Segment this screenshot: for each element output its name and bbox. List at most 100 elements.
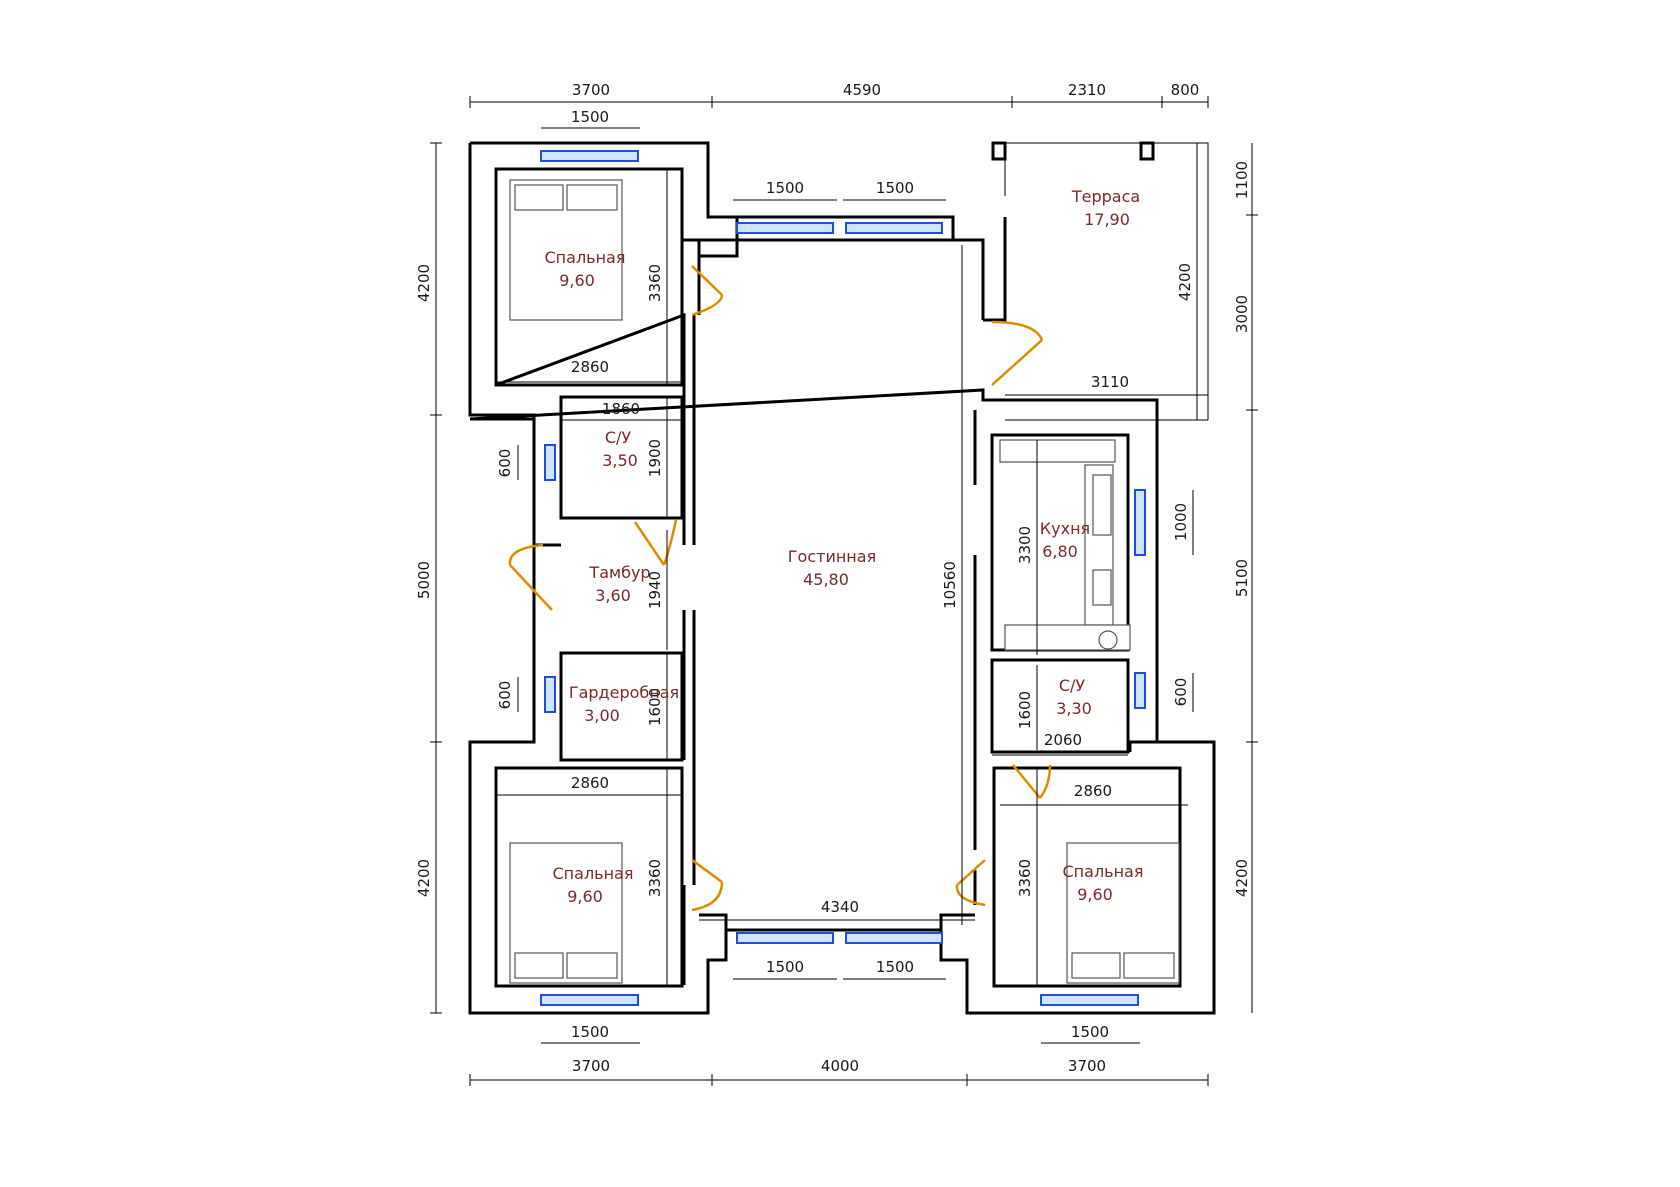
wardrobe-wall xyxy=(559,651,684,762)
dim-bed-tl-width: 2860 xyxy=(571,358,609,376)
window-wardrobe xyxy=(544,676,556,713)
room-name-bedroom-br: Спальная xyxy=(1063,862,1144,881)
dim-top-4590: 4590 xyxy=(843,81,881,99)
dim-kitchen-window: 1000 xyxy=(1172,503,1190,541)
walls xyxy=(468,141,1216,1015)
room-name-bath-right: С/У xyxy=(1059,676,1086,695)
dim-bed-tl-height: 3360 xyxy=(646,264,664,302)
dim-right-5100: 5100 xyxy=(1233,559,1251,597)
room-name-wardrobe: Гардеробная xyxy=(569,683,679,702)
dim-living-win-a: 1500 xyxy=(766,179,804,197)
room-area-bedroom-tl: 9,60 xyxy=(559,271,595,290)
room-area-living: 45,80 xyxy=(803,570,849,589)
furniture xyxy=(509,179,1180,984)
terrace-post-left xyxy=(991,141,1007,161)
washer-icon xyxy=(1098,630,1118,650)
room-name-bedroom-bl: Спальная xyxy=(553,864,634,883)
window-living-top-a xyxy=(736,222,834,234)
dim-living-height: 10560 xyxy=(941,561,959,609)
dim-top-800: 800 xyxy=(1171,81,1200,99)
bedroom-br-wall xyxy=(992,766,1182,988)
dim-win-600-c: 600 xyxy=(1172,678,1190,707)
dim-right-4200: 4200 xyxy=(1233,859,1251,897)
door-entrance xyxy=(508,543,553,611)
room-name-bedroom-tl: Спальная xyxy=(545,248,626,267)
window-living-bottom-b xyxy=(845,932,943,944)
room-area-kitchen: 6,80 xyxy=(1042,542,1078,561)
dim-left-5000: 5000 xyxy=(415,561,433,599)
right-outer xyxy=(1128,400,1216,1013)
dim-right-1100: 1100 xyxy=(1233,161,1251,199)
window-bath-left xyxy=(544,444,556,481)
room-name-bath-left: С/У xyxy=(605,428,632,447)
kitchen-counter-icon xyxy=(999,439,1116,463)
dim-left-4200-bottom: 4200 xyxy=(415,859,433,897)
tl-outer xyxy=(468,143,536,443)
dim-top-window: 1500 xyxy=(571,108,609,126)
dim-bed-br-width: 2860 xyxy=(1074,782,1112,800)
window-bottom-right xyxy=(1040,994,1139,1006)
pillow-icon xyxy=(514,952,564,979)
window-living-top-b xyxy=(845,222,943,234)
dim-terrace-height: 4200 xyxy=(1176,263,1194,301)
living-left-wall xyxy=(680,258,696,985)
dim-right-3000: 3000 xyxy=(1233,295,1251,333)
door-terrace xyxy=(991,320,1044,386)
dim-bed-bl-height: 3360 xyxy=(646,859,664,897)
room-name-kitchen: Кухня xyxy=(1040,519,1090,538)
windows xyxy=(540,150,1146,1006)
dim-vestibule-height: 1940 xyxy=(646,571,664,609)
pillow-icon xyxy=(566,184,618,211)
window-bath-right xyxy=(1134,672,1146,709)
dim-left-4200-top: 4200 xyxy=(415,264,433,302)
dim-bottom-3700-left: 3700 xyxy=(572,1057,610,1075)
dim-living-win-b: 1500 xyxy=(876,179,914,197)
dim-win-600-a: 600 xyxy=(496,449,514,478)
room-area-bath-right: 3,30 xyxy=(1056,699,1092,718)
dimension-texts: 3700 4590 2310 800 1500 1500 1500 1500 1… xyxy=(415,81,1251,1075)
bath-left-wall xyxy=(559,395,684,520)
dim-bottom-win-a: 1500 xyxy=(766,958,804,976)
room-name-living: Гостинная xyxy=(788,547,876,566)
window-kitchen xyxy=(1134,489,1146,556)
dim-bottom-bed-win-l: 1500 xyxy=(571,1023,609,1041)
dim-bed-bl-width: 2860 xyxy=(571,774,609,792)
dim-win-600-b: 600 xyxy=(496,681,514,710)
door-bath-right xyxy=(1012,764,1052,799)
pillow-icon xyxy=(566,952,618,979)
bedroom-bl-wall xyxy=(494,766,684,988)
window-bottom-left xyxy=(540,994,639,1006)
dim-bath-left-width: 1860 xyxy=(602,400,640,418)
door-bedroom-tl xyxy=(691,265,724,317)
room-area-bedroom-br: 9,60 xyxy=(1077,885,1113,904)
pillow-icon xyxy=(1071,952,1121,979)
dim-kitchen-height: 3300 xyxy=(1016,526,1034,564)
dim-bottom-4000: 4000 xyxy=(821,1057,859,1075)
door-bath-left xyxy=(633,519,678,566)
room-name-terrace: Терраса xyxy=(1071,187,1140,206)
room-labels: Спальная 9,60 С/У 3,50 Тамбур 3,60 Гарде… xyxy=(545,187,1144,906)
room-area-terrace: 17,90 xyxy=(1084,210,1130,229)
room-area-vestibule: 3,60 xyxy=(595,586,631,605)
dim-wardrobe-height: 1600 xyxy=(646,688,664,726)
room-area-bath-left: 3,50 xyxy=(602,451,638,470)
dim-terrace-width: 3110 xyxy=(1091,373,1129,391)
dim-bath-right-height: 1600 xyxy=(1016,691,1034,729)
stove-icon xyxy=(1092,474,1112,536)
room-area-wardrobe: 3,00 xyxy=(584,706,620,725)
dim-bottom-bed-win-r: 1500 xyxy=(1071,1023,1109,1041)
dim-top-2310: 2310 xyxy=(1068,81,1106,99)
room-area-bedroom-bl: 9,60 xyxy=(567,887,603,906)
bath-right-wall xyxy=(990,658,1130,754)
dim-bath-right-width: 2060 xyxy=(1044,731,1082,749)
pillow-icon xyxy=(514,184,564,211)
dim-bed-br-height: 3360 xyxy=(1016,859,1034,897)
door-bedroom-bl xyxy=(691,858,724,912)
dim-bottom-3700-right: 3700 xyxy=(1068,1057,1106,1075)
window-top-left xyxy=(540,150,639,162)
dim-bottom-win-b: 1500 xyxy=(876,958,914,976)
dim-top-3700: 3700 xyxy=(572,81,610,99)
window-living-bottom-a xyxy=(736,932,834,944)
dim-bath-left-height: 1900 xyxy=(646,439,664,477)
